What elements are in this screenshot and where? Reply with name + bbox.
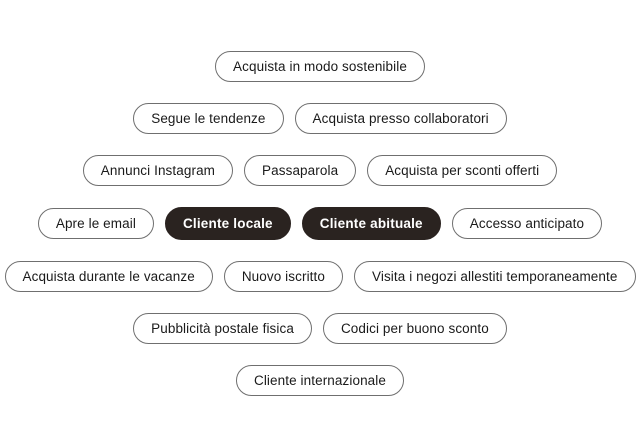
chip[interactable]: Cliente internazionale xyxy=(235,365,405,396)
chip-selected[interactable]: Cliente abituale xyxy=(301,207,441,240)
chip-row: Annunci Instagram Passaparola Acquista per… xyxy=(0,155,640,186)
chip[interactable]: Apre le email xyxy=(37,208,154,239)
chip[interactable]: Accesso anticipato xyxy=(451,208,603,239)
chip-row: Apre le email Cliente locale Cliente abitu… xyxy=(0,207,640,240)
chip-row: Cliente internazionale xyxy=(0,365,640,396)
chip[interactable]: Codici per buono sconto xyxy=(322,313,507,344)
chip[interactable]: Nuovo iscritto xyxy=(223,261,343,292)
chip-row: Pubblicità postale fisica Codici per buon… xyxy=(0,313,640,344)
chip[interactable]: Segue le tendenze xyxy=(133,103,284,134)
chip-row: Acquista durante le vacanze Nuovo iscritt… xyxy=(0,261,640,292)
chip[interactable]: Passaparola xyxy=(244,155,357,186)
chip[interactable]: Pubblicità postale fisica xyxy=(133,313,312,344)
chip-row: Acquista in modo sostenibile xyxy=(0,51,640,82)
chip[interactable]: Acquista in modo sostenibile xyxy=(215,51,425,82)
chip[interactable]: Acquista durante le vacanze xyxy=(4,261,213,292)
chip[interactable]: Annunci Instagram xyxy=(82,155,234,186)
chip[interactable]: Acquista per sconti offerti xyxy=(367,155,558,186)
chip-selected[interactable]: Cliente locale xyxy=(164,207,291,240)
chip[interactable]: Acquista presso collaboratori xyxy=(294,103,507,134)
chip[interactable]: Visita i negozi allestiti temporaneament… xyxy=(354,261,636,292)
chip-row: Segue le tendenze Acquista presso collabo… xyxy=(0,103,640,134)
